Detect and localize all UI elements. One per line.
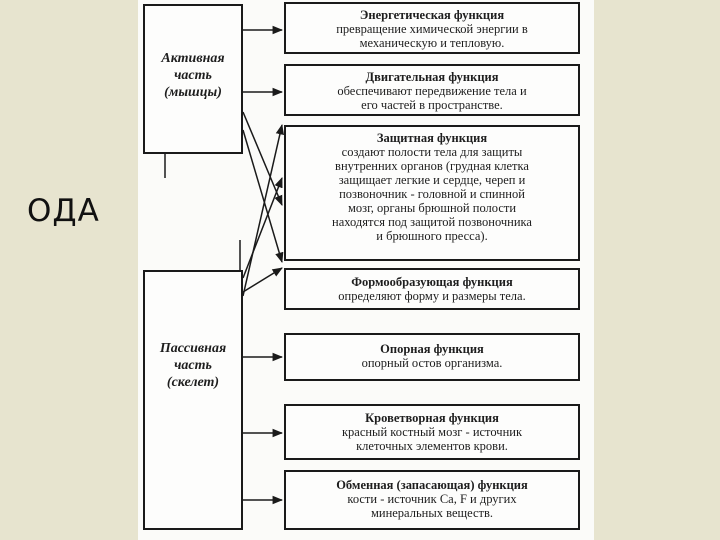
motor-function-text: обеспечивают передвижение тела и: [337, 84, 527, 98]
arrow-passive-protective: [242, 177, 283, 279]
energy-function-text: превращение химической энергии в: [336, 22, 528, 36]
hematopoietic-function-title: Кроветворная функция: [365, 411, 499, 425]
metabolic-function-text: кости - источник Са, F и других: [347, 492, 517, 506]
protective-function-text: позвоночник - головной и спинной: [339, 187, 525, 201]
metabolic-function-title: Обменная (запасающая) функция: [336, 478, 528, 492]
protective-function-text: внутренних органов (грудная клетка: [335, 159, 529, 173]
passive-part-line1: Пассивная: [159, 341, 227, 356]
protective-function-title: Защитная функция: [376, 131, 488, 145]
active-part-line2: часть: [174, 68, 212, 83]
shaping-function-title: Формообразующая функция: [351, 275, 513, 289]
shaping-function-box: Формообразующая функция определяют форму…: [284, 268, 580, 310]
protective-function-text: мозг, органы брюшной полости: [347, 201, 517, 215]
passive-part-line3: (скелет): [166, 375, 220, 390]
arrow-active-shaping: [242, 129, 284, 264]
arrow-passive-shaping: [242, 267, 283, 293]
metabolic-function-box: Обменная (запасающая) функция кости - ис…: [284, 470, 580, 530]
arrow-active-protective: [242, 111, 283, 206]
passive-part-box: Пассивная часть (скелет): [143, 270, 243, 530]
shaping-function-text: определяют форму и размеры тела.: [338, 289, 526, 303]
hematopoietic-function-text: красный костный мозг - источник: [341, 425, 523, 439]
support-function-text: опорный остов организма.: [361, 356, 503, 370]
motor-function-text: его частей в пространстве.: [361, 98, 503, 112]
protective-function-text: защищает легкие и сердце, череп и: [338, 173, 526, 187]
hematopoietic-function-box: Кроветворная функция красный костный моз…: [284, 404, 580, 460]
active-part-line1: Активная: [161, 51, 225, 66]
passive-part-line2: часть: [174, 358, 212, 373]
protective-function-text: создают полости тела для защиты: [341, 145, 523, 159]
oda-label: ОДА: [27, 193, 100, 229]
protective-function-text: и брюшного пресса).: [376, 229, 488, 243]
motor-function-title: Двигательная функция: [365, 70, 499, 84]
support-function-box: Опорная функция опорный остов организма.: [284, 333, 580, 381]
arrow-passive-motor: [242, 123, 284, 297]
active-part-box: Активная часть (мышцы): [143, 4, 243, 154]
energy-function-title: Энергетическая функция: [359, 8, 505, 22]
active-part-line3: (мышцы): [164, 85, 222, 100]
protective-function-box: Защитная функция создают полости тела дл…: [284, 125, 580, 261]
energy-function-text: механическую и тепловую.: [359, 36, 505, 50]
motor-function-box: Двигательная функция обеспечивают передв…: [284, 64, 580, 116]
protective-function-text: находятся под защитой позвоночника: [332, 215, 532, 229]
hematopoietic-function-text: клеточных элементов крови.: [356, 439, 508, 453]
metabolic-function-text: минеральных веществ.: [370, 506, 494, 520]
support-function-title: Опорная функция: [380, 342, 484, 356]
energy-function-box: Энергетическая функция превращение химич…: [284, 2, 580, 54]
